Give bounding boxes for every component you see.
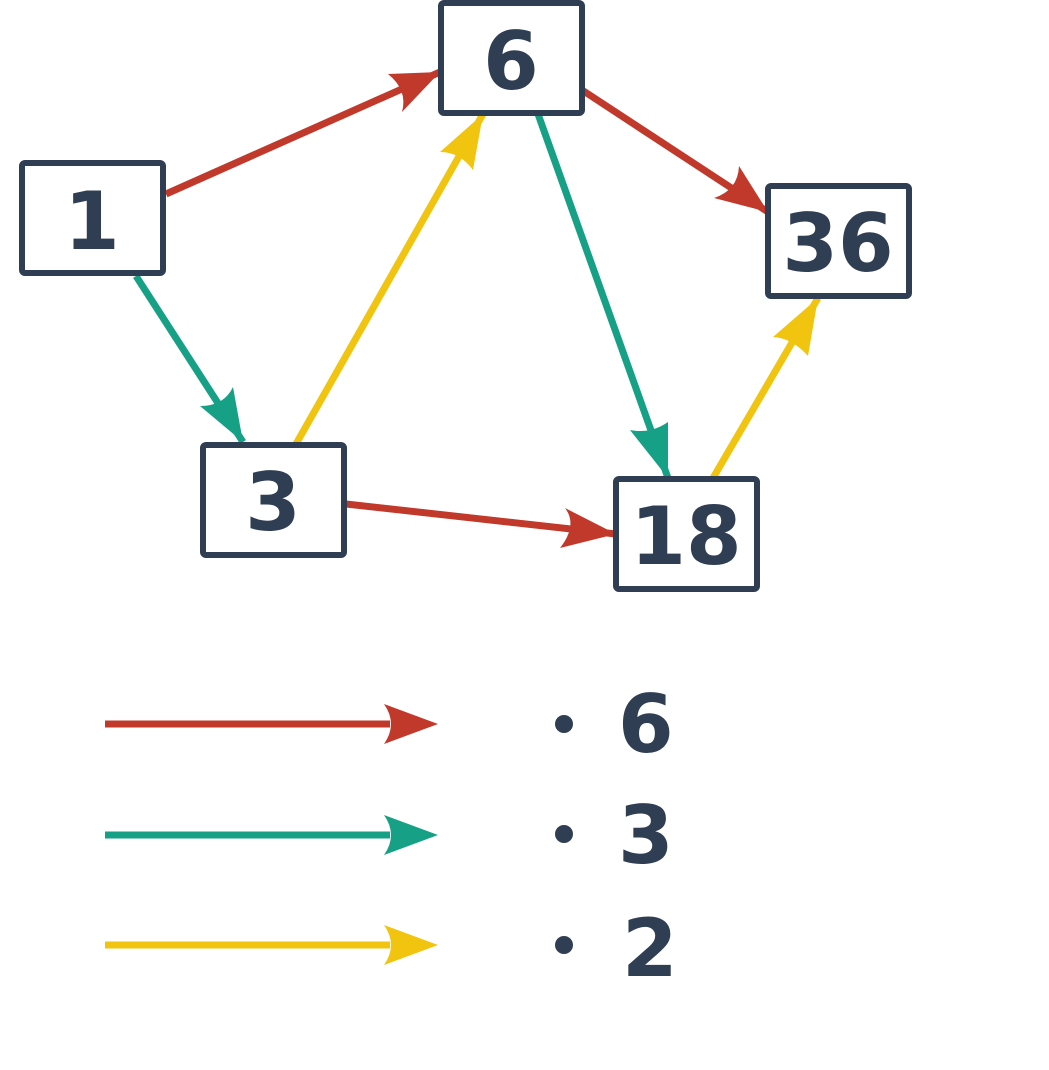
node-36-label: 36: [782, 197, 893, 290]
legend-bullet-green: [555, 825, 573, 843]
legend-label-green: 3: [618, 789, 674, 882]
legend-bullet-red: [555, 715, 573, 733]
legend-arrowhead-green: [384, 815, 438, 855]
edge-6-to-18: [534, 112, 672, 480]
node-36: 36: [765, 183, 912, 299]
node-18: 18: [613, 476, 760, 592]
legend-item-green: 3: [105, 789, 674, 882]
arrowhead-3-to-6: [440, 114, 483, 170]
arrowhead-6-to-18: [630, 422, 668, 478]
legend-label-red: 6: [618, 678, 674, 771]
legend: 6 3 2: [105, 678, 678, 995]
nodes: 1 6 3 36 18: [19, 0, 912, 592]
legend-arrowhead-yellow: [384, 925, 438, 965]
node-1: 1: [19, 160, 166, 276]
arrowhead-18-to-36: [773, 298, 818, 356]
legend-bullet-yellow: [555, 936, 573, 954]
edge-1-to-6: [164, 68, 442, 198]
arrowhead-3-to-18: [560, 508, 616, 548]
legend-label-yellow: 2: [622, 902, 678, 995]
arrowhead-6-to-36: [714, 166, 768, 212]
arrowhead-1-to-6: [388, 72, 440, 112]
node-3-label: 3: [245, 456, 301, 549]
legend-item-red: 6: [105, 678, 674, 771]
node-1-label: 1: [64, 175, 120, 268]
node-6: 6: [438, 0, 585, 116]
edge-3-to-6: [292, 112, 487, 446]
legend-arrowhead-red: [384, 704, 438, 744]
legend-item-yellow: 2: [105, 902, 678, 995]
node-18-label: 18: [630, 490, 741, 583]
arrowhead-1-to-3: [200, 387, 243, 442]
node-6-label: 6: [483, 15, 539, 108]
node-3: 3: [200, 442, 347, 558]
edges: [133, 68, 822, 548]
